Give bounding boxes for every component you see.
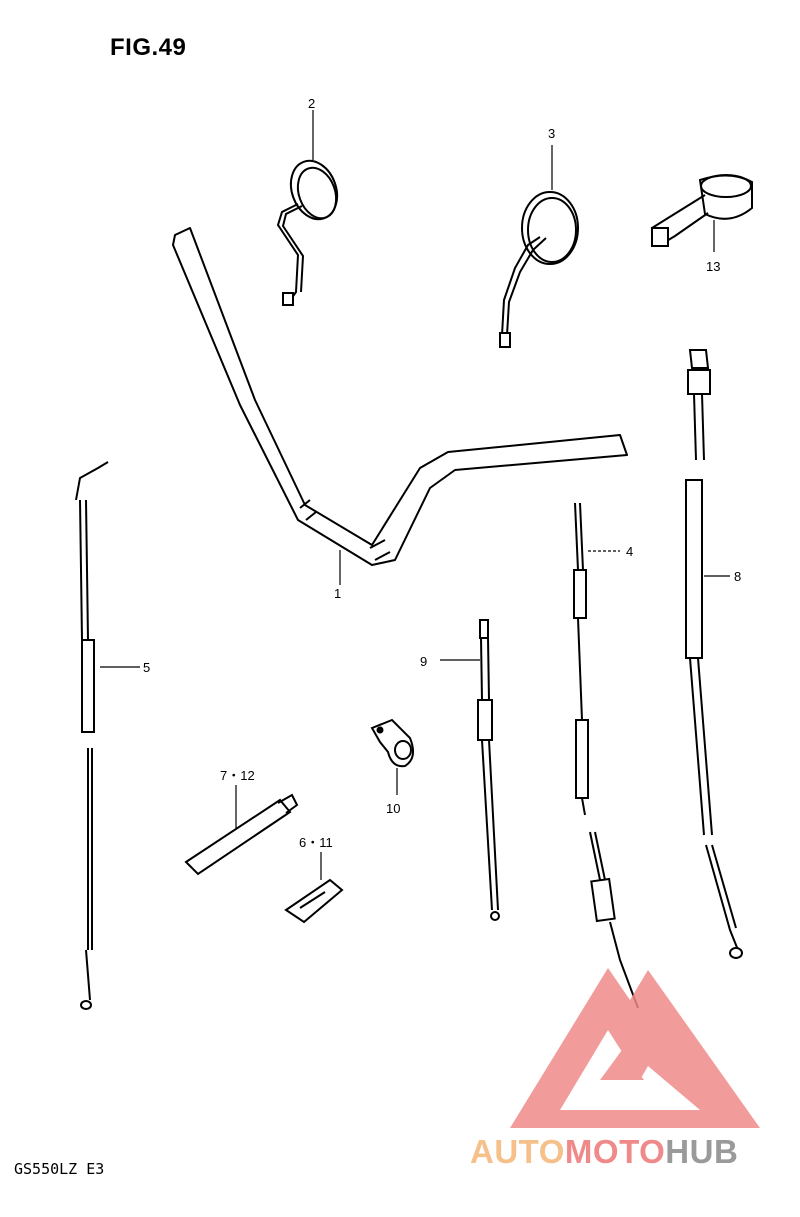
label-9: 9	[420, 654, 427, 669]
label-2: 2	[308, 96, 315, 111]
cable-9-drawing	[440, 619, 500, 921]
watermark-text: AUTOMOTOHUB	[470, 1133, 738, 1171]
label-6-11: 6・11	[299, 835, 333, 850]
cable-5-drawing	[75, 461, 140, 1010]
cable-4-drawing	[573, 502, 639, 1009]
part-labels: 1 2 3 4 5 6・11 7・12 8 9 10 13	[143, 96, 741, 850]
watermark-hub: HUB	[665, 1133, 739, 1170]
label-10: 10	[386, 801, 400, 816]
label-1: 1	[334, 586, 341, 601]
mirror-left-drawing	[276, 110, 339, 306]
handlebar-drawing	[172, 227, 628, 585]
figure-title: FIG.49	[110, 34, 187, 61]
switch-13-drawing	[650, 174, 753, 252]
label-3: 3	[548, 126, 555, 141]
part-6-11-drawing	[284, 852, 344, 924]
label-5: 5	[143, 660, 150, 675]
part-7-12-drawing	[184, 785, 299, 876]
cable-8-drawing	[685, 349, 743, 959]
watermark-moto: MOTO	[564, 1133, 666, 1170]
model-code: GS550LZ E3	[14, 1160, 105, 1178]
watermark-auto: AUTO	[470, 1133, 565, 1170]
label-13: 13	[706, 259, 720, 274]
label-7-12: 7・12	[220, 768, 255, 783]
watermark-logo	[510, 968, 760, 1128]
label-8: 8	[734, 569, 741, 584]
label-4: 4	[626, 544, 633, 559]
mirror-right-drawing	[499, 145, 579, 348]
clamp-10-drawing	[370, 718, 415, 795]
